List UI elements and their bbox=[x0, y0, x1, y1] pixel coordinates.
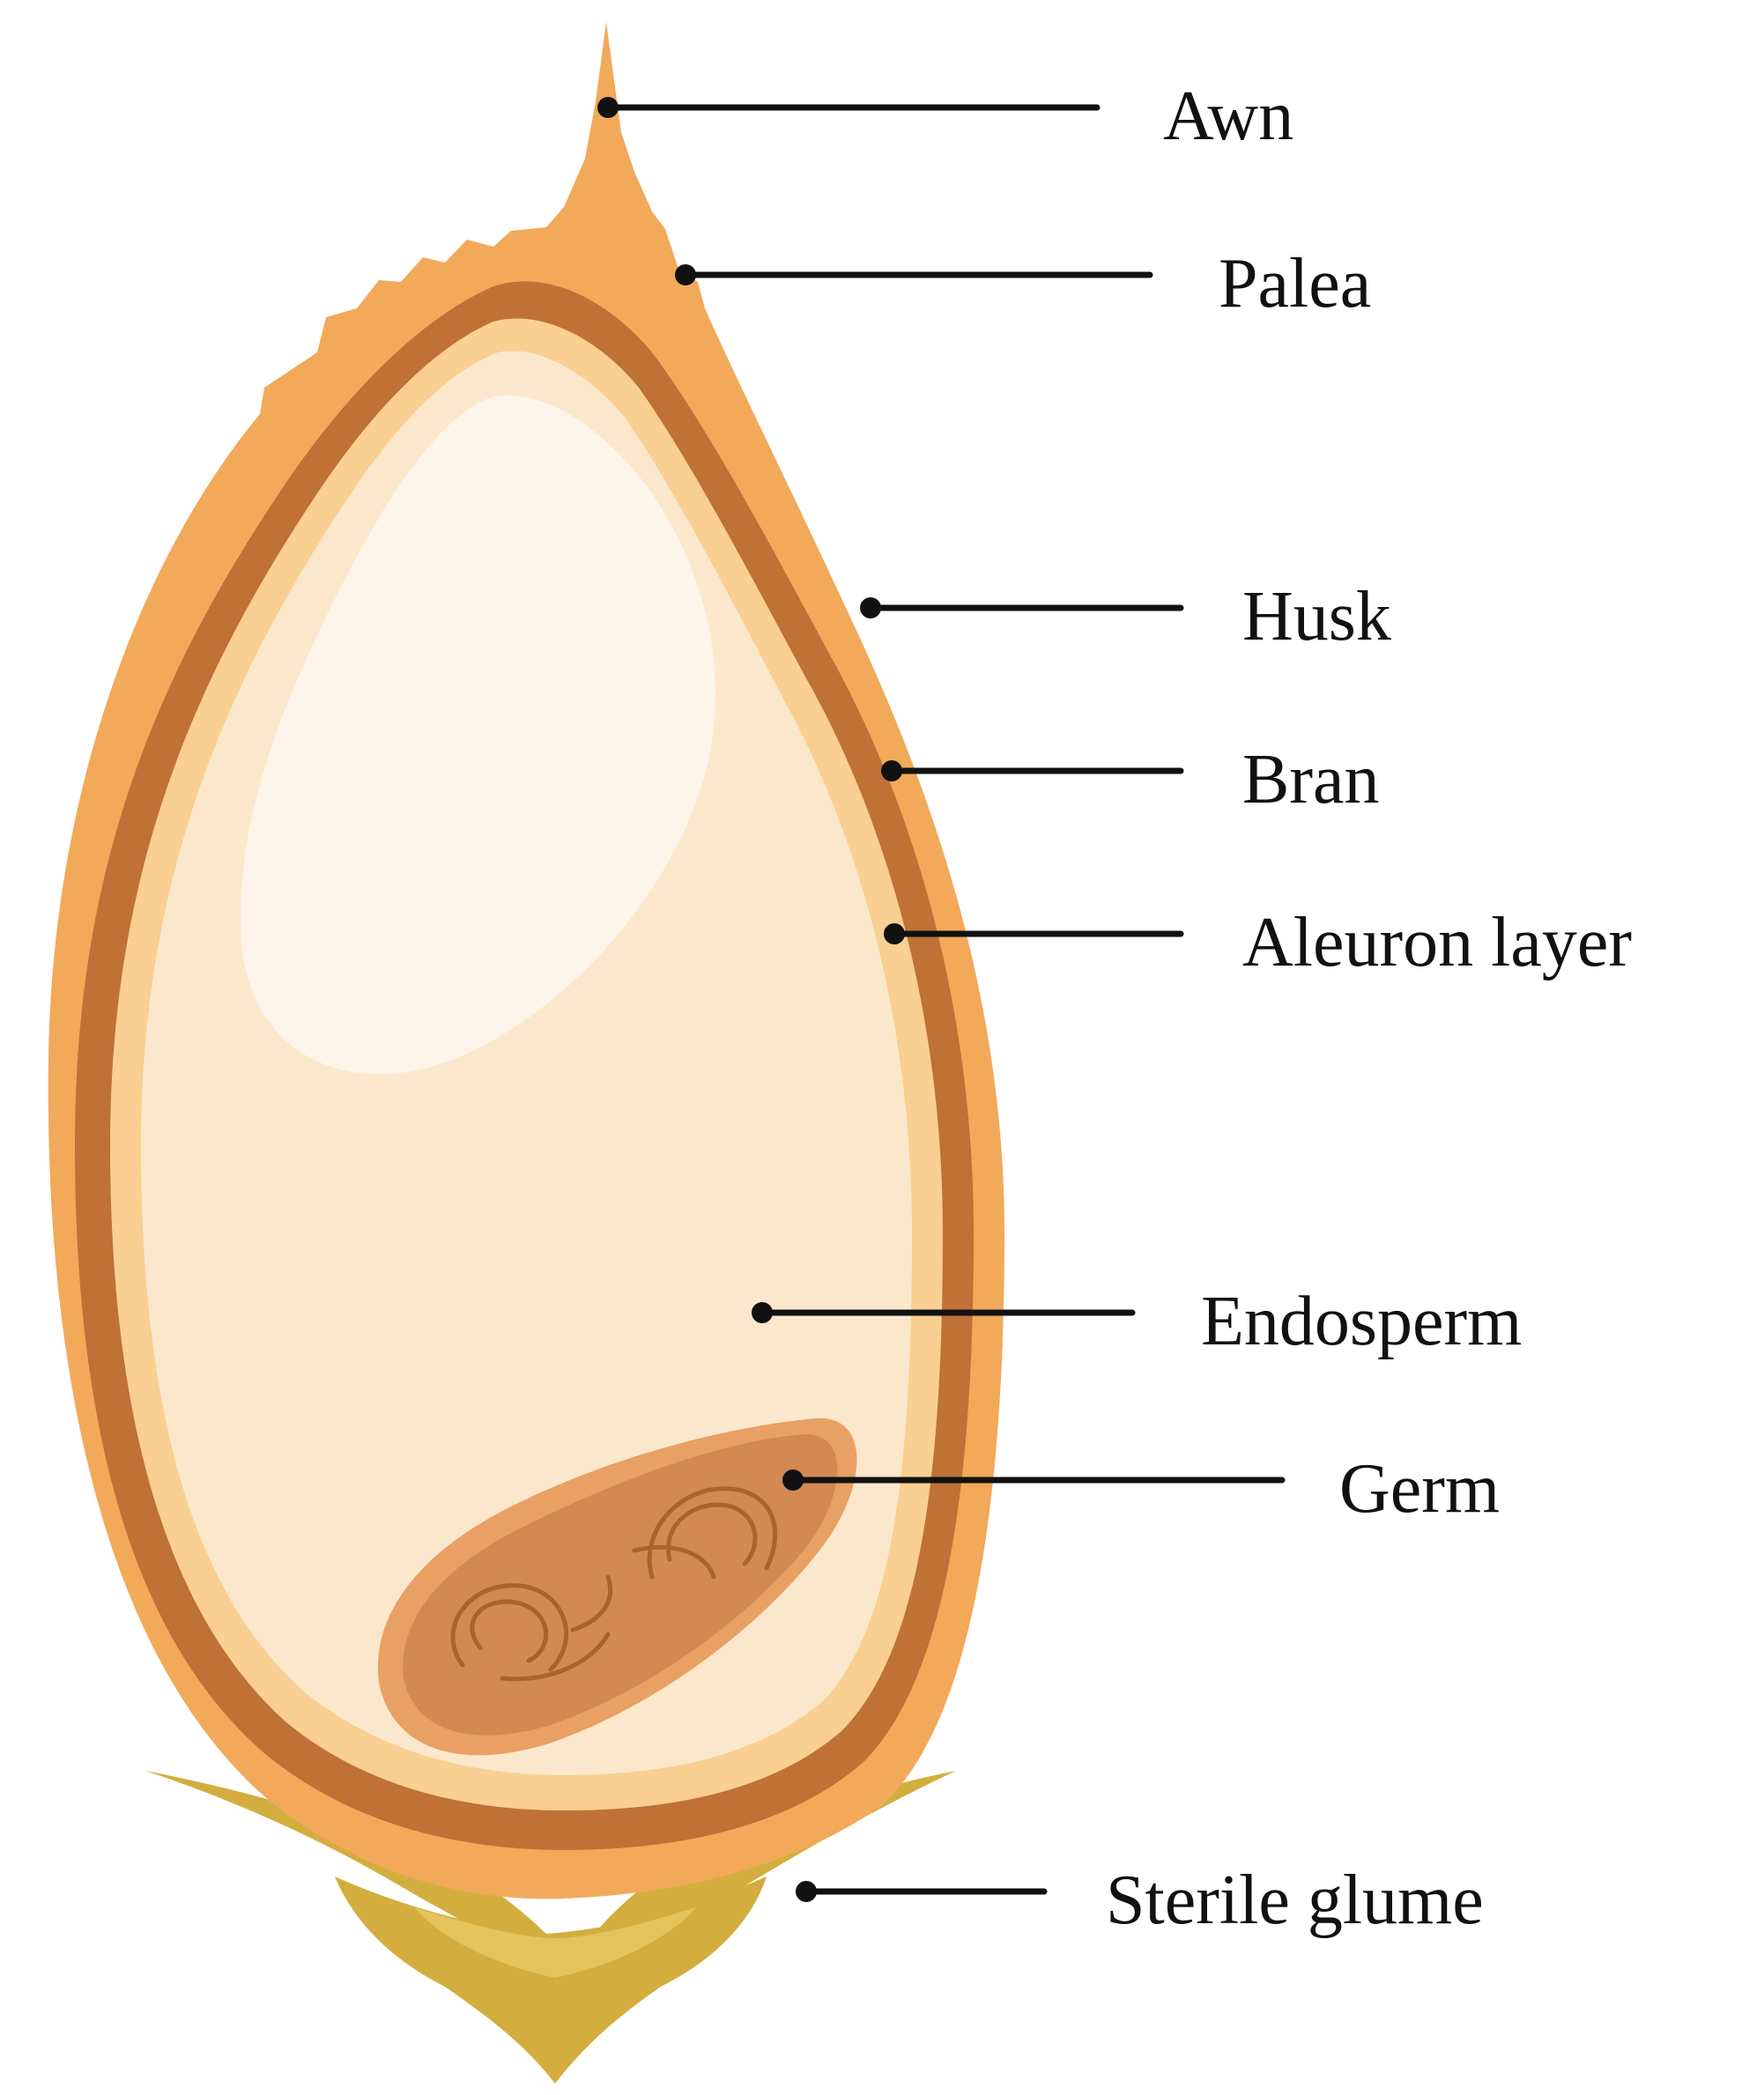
awn-label: Awn bbox=[1163, 78, 1293, 155]
germ-markings bbox=[450, 1486, 778, 1682]
germ-body bbox=[403, 1434, 838, 1736]
germ bbox=[377, 1418, 857, 1756]
callout-awn: Awn bbox=[597, 78, 1293, 155]
endosperm-highlight bbox=[241, 395, 715, 1075]
bran-marker-dot bbox=[881, 760, 902, 781]
palea-marker-dot bbox=[675, 264, 696, 285]
sterile-glume bbox=[145, 1771, 956, 2084]
aleuron-marker-dot bbox=[884, 923, 905, 944]
callout-germ: Germ bbox=[782, 1450, 1500, 1528]
awn-marker-dot bbox=[597, 97, 619, 118]
sterile-glume-label: Sterile glume bbox=[1106, 1862, 1484, 1939]
sterile-glume-marker-dot bbox=[796, 1881, 817, 1902]
sterile-glume-highlight bbox=[414, 1907, 696, 1978]
bran-label: Bran bbox=[1242, 741, 1380, 818]
palea-label: Palea bbox=[1219, 245, 1371, 322]
husk-label: Husk bbox=[1242, 578, 1391, 655]
endosperm-marker-dot bbox=[752, 1302, 773, 1323]
callout-husk: Husk bbox=[860, 578, 1391, 655]
sterile-glume-base bbox=[335, 1877, 767, 2084]
endosperm-label: Endosperm bbox=[1201, 1283, 1522, 1360]
germ-label: Germ bbox=[1339, 1450, 1500, 1528]
callout-palea: Palea bbox=[675, 245, 1371, 322]
husk-marker-dot bbox=[860, 597, 881, 618]
germ-marker-dot bbox=[782, 1469, 804, 1491]
callout-endosperm: Endosperm bbox=[752, 1283, 1522, 1360]
aleuron-label: Aleuron layer bbox=[1242, 904, 1632, 981]
callout-sterile-glume: Sterile glume bbox=[796, 1862, 1484, 1939]
callout-aleuron: Aleuron layer bbox=[884, 904, 1632, 981]
callout-bran: Bran bbox=[881, 741, 1380, 818]
